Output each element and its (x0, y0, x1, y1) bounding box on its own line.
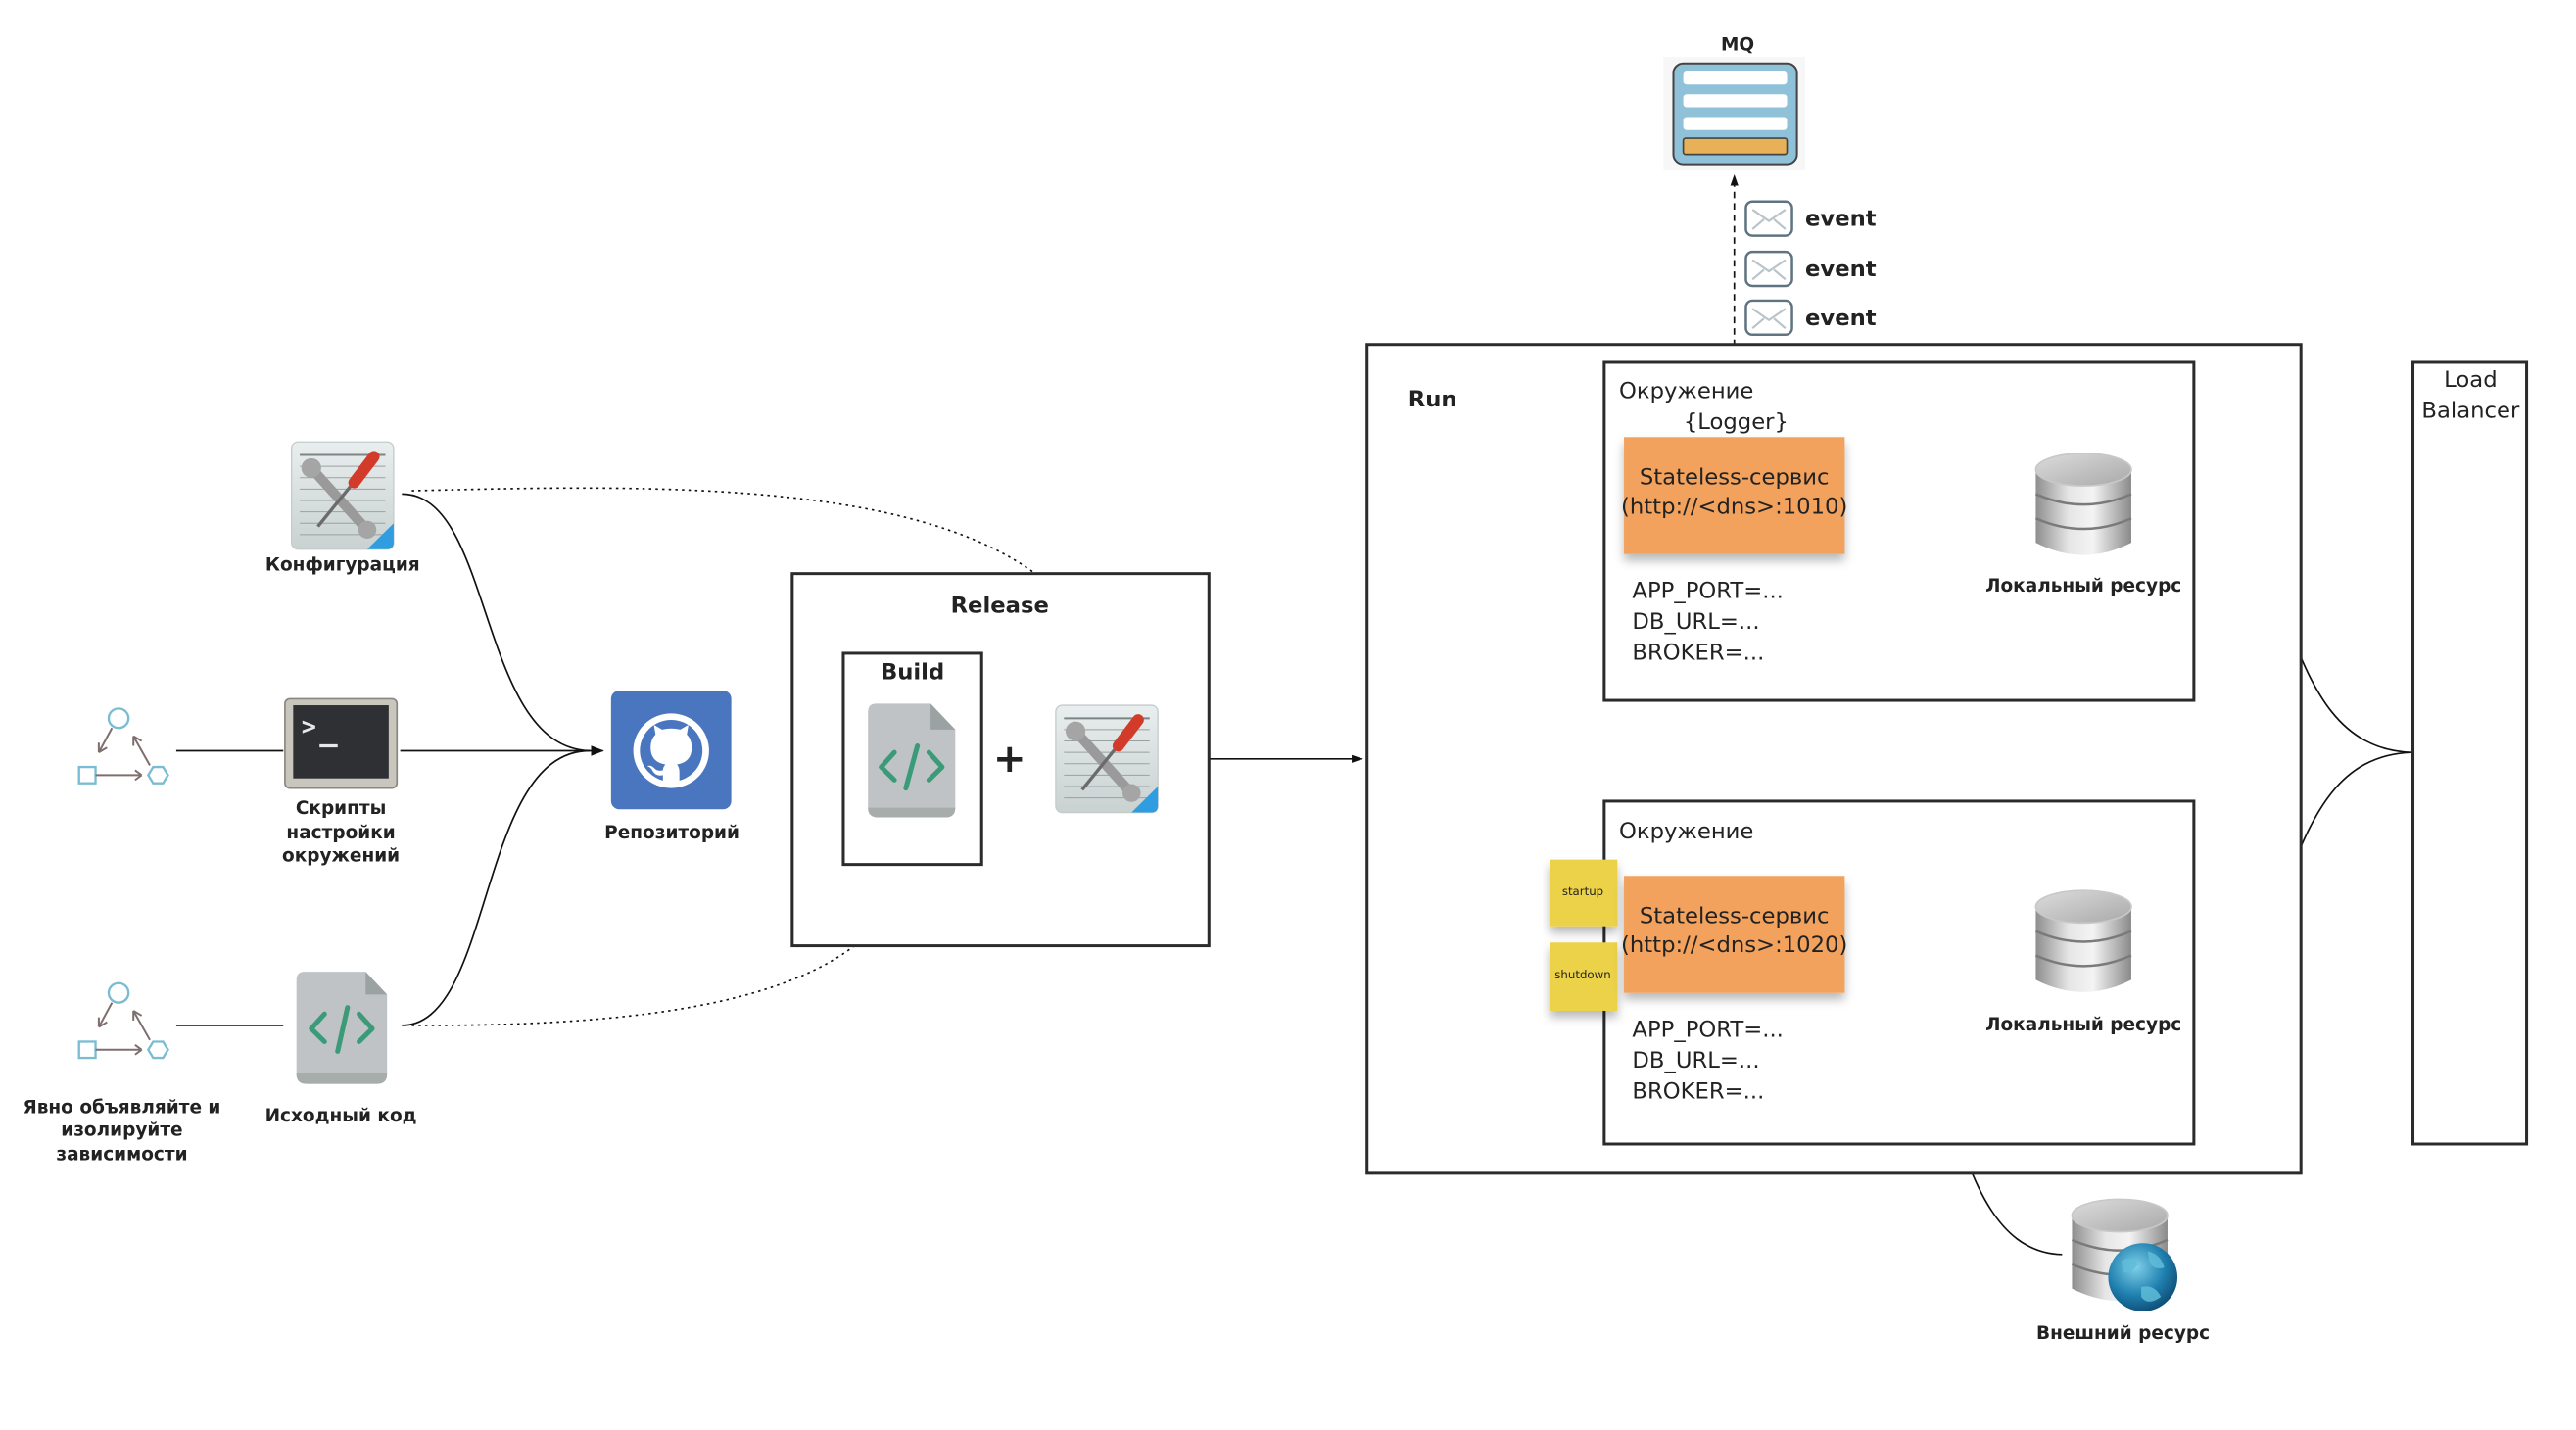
env-var: DB_URL=... (1632, 1048, 1759, 1073)
dependencies-icon (77, 707, 169, 785)
config-label: Конфигурация (265, 554, 420, 575)
scripts-label-line: настройки (286, 823, 395, 843)
service-name: Stateless-сервис (1640, 903, 1830, 929)
stateless-service-2[interactable]: Stateless-сервис (http://<dns>:1020) (1621, 876, 1847, 993)
repository-node[interactable]: Репозиторий (604, 691, 739, 843)
event-label: event (1805, 257, 1877, 282)
run-stage[interactable]: Run Окружение {Logger} Stateless-сервис … (1365, 343, 2303, 1175)
mq-label: MQ (1721, 35, 1754, 56)
service-url: (http://<dns>:1010) (1621, 494, 1847, 519)
source-code-label: Исходный код (265, 1106, 417, 1126)
scripts-label-line: окружений (282, 845, 400, 866)
mq-node[interactable]: MQ (1663, 35, 1806, 171)
load-balancer[interactable]: Load Balancer (2411, 360, 2529, 1146)
environment-label: Окружение (1619, 379, 1753, 405)
build-stage[interactable]: Build (841, 651, 983, 867)
run-title: Run (1408, 387, 1457, 412)
startup-sticky[interactable]: startup (1550, 859, 1618, 927)
event-item: event (1744, 299, 1877, 337)
globe-icon (2108, 1243, 2178, 1311)
external-resource-label: Внешний ресурс (2036, 1323, 2210, 1344)
env-var: APP_PORT=... (1632, 1018, 1783, 1043)
load-balancer-label-line: Load (2444, 367, 2497, 393)
config-node[interactable]: Конфигурация (265, 441, 420, 575)
envelope-icon (1744, 299, 1793, 337)
service-card (1624, 876, 1845, 993)
env-var: BROKER=... (1632, 1079, 1764, 1105)
github-icon (610, 691, 732, 810)
release-stage[interactable]: Release Build + (790, 572, 1211, 948)
event-item: event (1744, 200, 1877, 237)
svg-text:>: > (302, 712, 316, 740)
local-resource-2[interactable]: Локальный ресурс (1985, 889, 2181, 1035)
external-database-icon (2071, 1198, 2178, 1311)
repository-label: Репозиторий (604, 823, 739, 843)
event-label: event (1805, 207, 1877, 232)
code-file-icon (868, 703, 956, 818)
queue-icon (1663, 57, 1806, 171)
environment-2[interactable]: Окружение startup shutdown Stateless-сер… (1550, 799, 2196, 1146)
resource-label: Локальный ресурс (1985, 1015, 2181, 1035)
sticky-label: shutdown (1554, 968, 1610, 981)
service-card (1624, 437, 1845, 554)
envelope-icon (1744, 250, 1793, 288)
source-code-node[interactable]: Исходный код (265, 972, 417, 1126)
local-resource-1[interactable]: Локальный ресурс (1985, 453, 2181, 596)
code-file-icon (296, 972, 388, 1084)
env-var: BROKER=... (1632, 641, 1764, 666)
load-balancer-label-line: Balancer (2421, 399, 2520, 424)
environment-label: Окружение (1619, 819, 1753, 844)
resource-label: Локальный ресурс (1985, 576, 2181, 596)
event-label: event (1805, 306, 1877, 331)
logger-label: {Logger} (1684, 409, 1789, 435)
env-var: DB_URL=... (1632, 609, 1759, 635)
service-url: (http://<dns>:1020) (1621, 932, 1847, 958)
stateless-service-1[interactable]: Stateless-сервис (http://<dns>:1010) (1621, 437, 1847, 554)
build-title: Build (881, 660, 944, 686)
deps-label-line: зависимости (56, 1145, 187, 1166)
deps-label-line: Явно объявляйте и (23, 1098, 220, 1119)
envelope-icon (1744, 200, 1793, 237)
external-resource[interactable]: Внешний ресурс (2036, 1198, 2210, 1344)
events: event event event (1744, 200, 1877, 337)
scripts-label-line: Скрипты (296, 798, 386, 819)
sticky-label: startup (1562, 884, 1603, 898)
dependencies-label: Явно объявляйте и изолируйте зависимости (23, 1098, 220, 1166)
shutdown-sticky[interactable]: shutdown (1550, 942, 1618, 1011)
sticky-note (1550, 859, 1618, 927)
env-var: APP_PORT=... (1632, 579, 1783, 604)
database-icon (2034, 453, 2132, 555)
deps-label-line: изолируйте (61, 1120, 182, 1141)
release-title: Release (951, 594, 1049, 619)
terminal-icon: > (284, 697, 399, 789)
environment-1[interactable]: Окружение {Logger} Stateless-сервис (htt… (1602, 360, 2196, 702)
database-icon (2034, 889, 2132, 992)
load-balancer-box (2411, 360, 2529, 1146)
scripts-node[interactable]: > Скрипты настройки окружений (282, 697, 400, 866)
edge-source-to-repo (402, 749, 591, 1026)
config-document-icon (1055, 704, 1159, 814)
logger-bg (1690, 405, 1783, 436)
dependencies-icon (77, 981, 169, 1060)
sticky-note (1550, 942, 1618, 1011)
event-item: event (1744, 250, 1877, 288)
edge-config-to-repo (402, 493, 591, 752)
config-document-icon (290, 441, 395, 550)
service-name: Stateless-сервис (1640, 465, 1830, 491)
plus-sign: + (993, 737, 1026, 782)
